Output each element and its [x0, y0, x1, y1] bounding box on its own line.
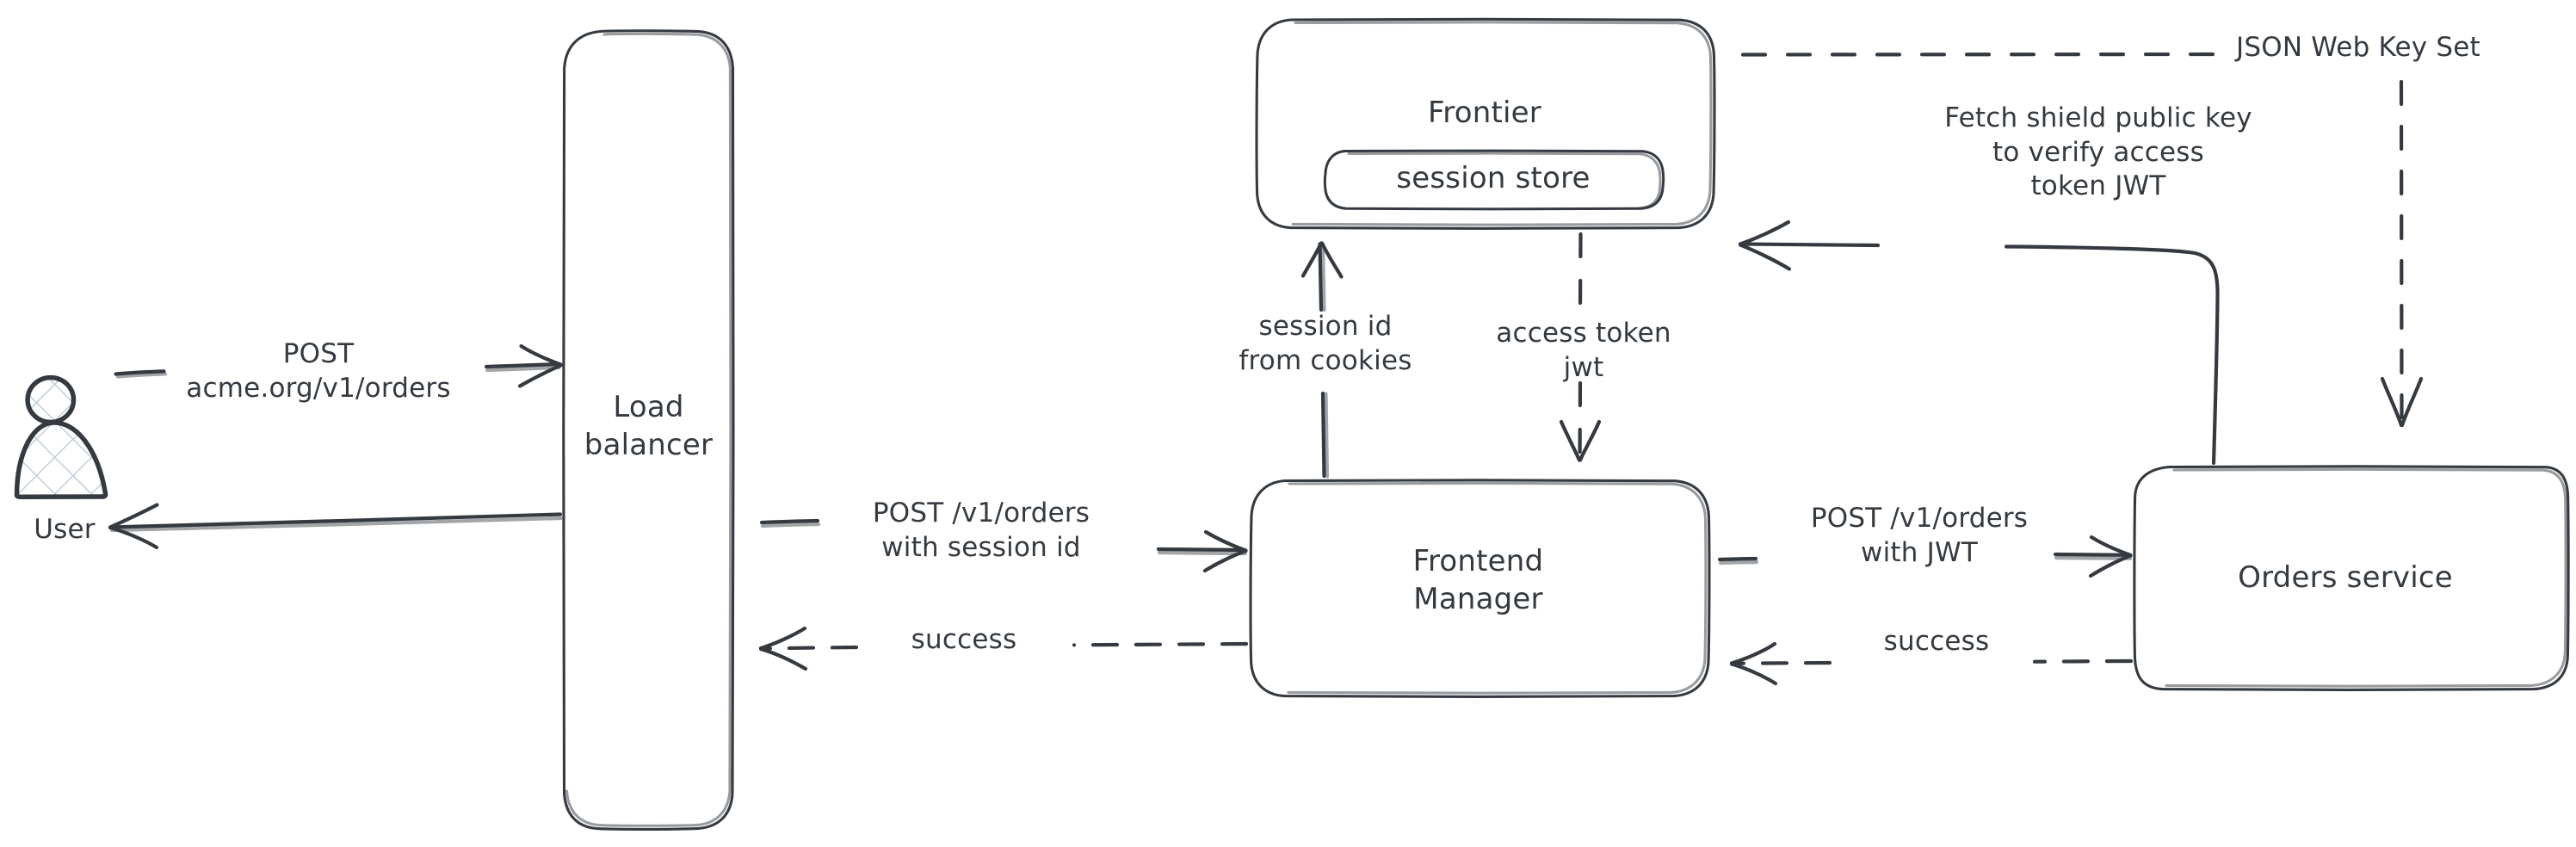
frontier-node[interactable]: [1255, 17, 1716, 230]
edge-load-balancer-to-user: [108, 503, 563, 550]
edge-frontend-manager-to-frontier: [1300, 241, 1344, 479]
load-balancer-node[interactable]: [562, 29, 735, 831]
user-person-icon: [14, 374, 108, 499]
edge-frontend-manager-to-lb: [758, 626, 1249, 671]
orders-service-node[interactable]: [2133, 465, 2570, 691]
edge-orders-to-frontier: [1738, 219, 2220, 466]
session-store-node[interactable]: [1323, 149, 1665, 211]
edge-lb-to-frontend-manager: [759, 518, 1248, 573]
frontend-manager-node[interactable]: [1249, 479, 1711, 698]
edge-frontier-to-frontend-manager: [1559, 232, 1602, 467]
edge-frontier-to-orders-jwks: [1740, 52, 2424, 428]
edge-orders-to-frontend-manager: [1729, 641, 2134, 686]
edge-frontend-manager-to-orders: [1717, 535, 2133, 578]
edge-user-to-load-balancer: [114, 343, 563, 388]
